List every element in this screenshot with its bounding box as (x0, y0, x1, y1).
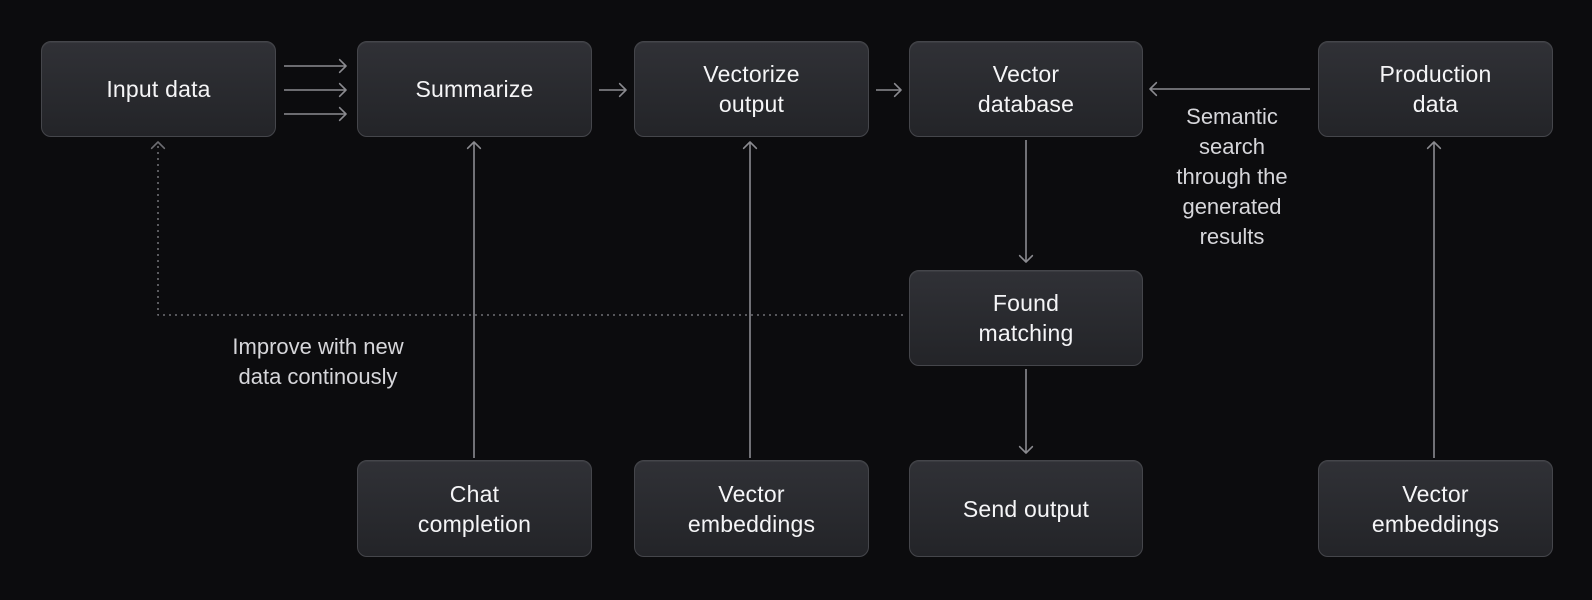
node-vector-embeddings-left: Vector embeddings (634, 460, 869, 557)
node-vector-database: Vector database (909, 41, 1143, 137)
node-send-output: Send output (909, 460, 1143, 557)
arrowhead-vector-database-to-found-matching (1018, 254, 1034, 263)
arrowhead-production-data-to-vector-database (1149, 81, 1158, 97)
arrowhead-vectorize-output-to-vector-database (893, 82, 902, 98)
edge-found-matching-to-input-data-feedback (157, 142, 903, 316)
arrowhead-input-data-to-summarize-3 (338, 106, 347, 122)
node-vectorize-output: Vectorize output (634, 41, 869, 137)
arrowhead-found-matching-to-input-data-feedback (150, 141, 166, 150)
arrowhead-found-matching-to-send-output (1018, 445, 1034, 454)
arrowhead-vector-embeddings-left-to-vectorize-output (742, 141, 758, 150)
node-production-data: Production data (1318, 41, 1553, 137)
arrowhead-chat-completion-to-summarize (466, 141, 482, 150)
arrowhead-summarize-to-vectorize-output (618, 82, 627, 98)
node-input-data: Input data (41, 41, 276, 137)
arrowhead-input-data-to-summarize-2 (338, 82, 347, 98)
arrowhead-vector-embeddings-right-to-production-data (1426, 141, 1442, 150)
annotation-semantic-search: Semantic search through the generated re… (1176, 104, 1288, 249)
node-vector-embeddings-right: Vector embeddings (1318, 460, 1553, 557)
node-chat-completion: Chat completion (357, 460, 592, 557)
node-summarize: Summarize (357, 41, 592, 137)
annotation-improve-with-new-data: Improve with new data continously (232, 334, 404, 389)
arrowhead-input-data-to-summarize-1 (338, 58, 347, 74)
node-found-matching: Found matching (909, 270, 1143, 366)
